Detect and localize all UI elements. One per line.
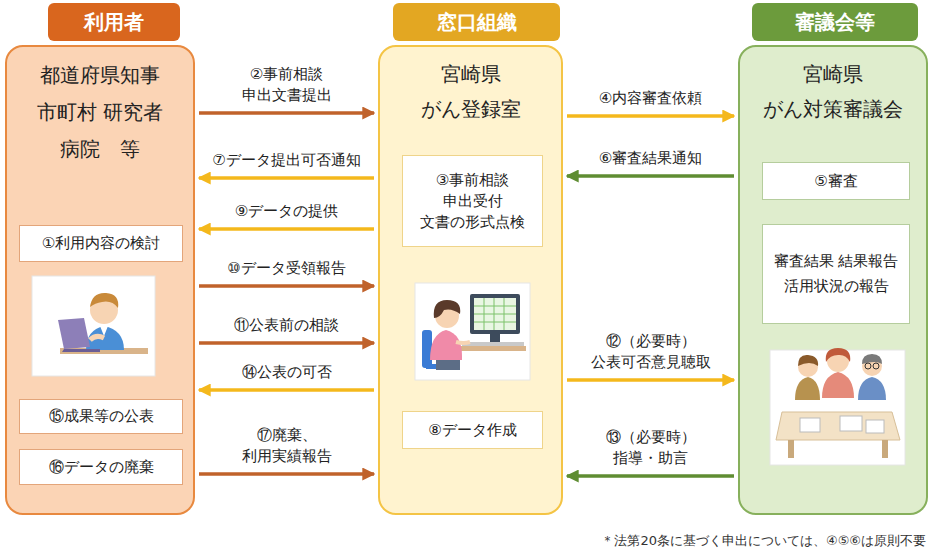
column-header: 利用者 [48, 3, 180, 41]
step-box: ③事前相談 申出受付 文書の形式点検 [402, 155, 543, 247]
arrow-label: ⑦データ提出可否通知 [202, 150, 372, 172]
box-label: 利用者 [52, 8, 176, 36]
box-label: ⑯データの廃棄 [24, 457, 179, 478]
flow-arrow [199, 388, 374, 392]
column-header: 窓口組織 [393, 3, 560, 41]
flow-arrow [567, 174, 734, 178]
flow-arrow [199, 284, 374, 288]
box-label: 審査結果 結果報告 活用状況の報告 [772, 249, 900, 300]
arrow-label: ⑥審査結果通知 [566, 148, 736, 170]
arrow-label: ⑭公表の可否 [202, 362, 372, 384]
step-box: ⑯データの廃棄 [19, 449, 183, 485]
footnote: ＊法第20条に基づく申出については、④⑤⑥は原則不要 [601, 532, 926, 550]
flow-arrow [199, 472, 374, 476]
flow-arrow [567, 114, 734, 118]
arrow-label: ⑪公表前の相談 [202, 315, 372, 337]
arrow-label: ⑩データ受領報告 [202, 258, 372, 280]
flow-arrow [199, 176, 374, 180]
panel-heading: 宮崎県 がん登録室 [415, 57, 527, 127]
meeting-illustration [770, 348, 905, 465]
arrow-label: ⑫（必要時） 公表可否意見聴取 [587, 331, 715, 375]
flow-arrow [567, 474, 734, 478]
arrow-label: ④内容審査依頼 [566, 88, 736, 110]
panel-heading: 宮崎県 がん対策審議会 [758, 57, 908, 127]
flow-arrow [199, 111, 374, 115]
flow-arrow [199, 341, 374, 345]
user-illustration [32, 276, 155, 376]
box-label: ③事前相談 申出受付 文書の形式点検 [414, 170, 532, 233]
flow-arrow [199, 227, 374, 231]
box-label: ①利用内容の検討 [24, 233, 179, 254]
result-box: 審査結果 結果報告 活用状況の報告 [762, 224, 910, 324]
box-label: ⑤審査 [769, 171, 904, 192]
arrow-label: ⑬（必要時） 指導・助言 [599, 427, 703, 471]
box-label: 窓口組織 [399, 8, 554, 36]
council-panel: ⑤審査審査結果 結果報告 活用状況の報告 宮崎県 がん対策審議会 [738, 45, 928, 515]
column-header: 審議会等 [752, 3, 918, 41]
office-panel: ③事前相談 申出受付 文書の形式点検 ⑧データ作成 宮崎県 がん登録室 [378, 45, 563, 515]
box-label: 審議会等 [758, 8, 913, 36]
step-box: ⑤審査 [762, 162, 910, 200]
panel-heading: 都道府県知事 市町村 研究者 病院 等 [36, 57, 164, 168]
arrow-label: ②事前相談 申出文書提出 [237, 64, 337, 108]
arrow-label: ⑨データの提供 [202, 201, 372, 223]
box-label: ⑧データ作成 [408, 420, 538, 441]
step-box: ⑧データ作成 [402, 411, 543, 449]
box-label: ⑮成果等の公表 [24, 406, 179, 427]
arrow-label: ⑰廃棄、 利用実績報告 [235, 425, 339, 469]
flow-arrow [567, 378, 734, 382]
step-box: ⑮成果等の公表 [19, 399, 183, 434]
staff-illustration [415, 283, 530, 380]
step-box: ①利用内容の検討 [19, 225, 183, 262]
user-panel: ①利用内容の検討 ⑮成果等の公表 ⑯データの廃棄 都道府県知事 市町村 研究者 病院 … [5, 45, 195, 515]
